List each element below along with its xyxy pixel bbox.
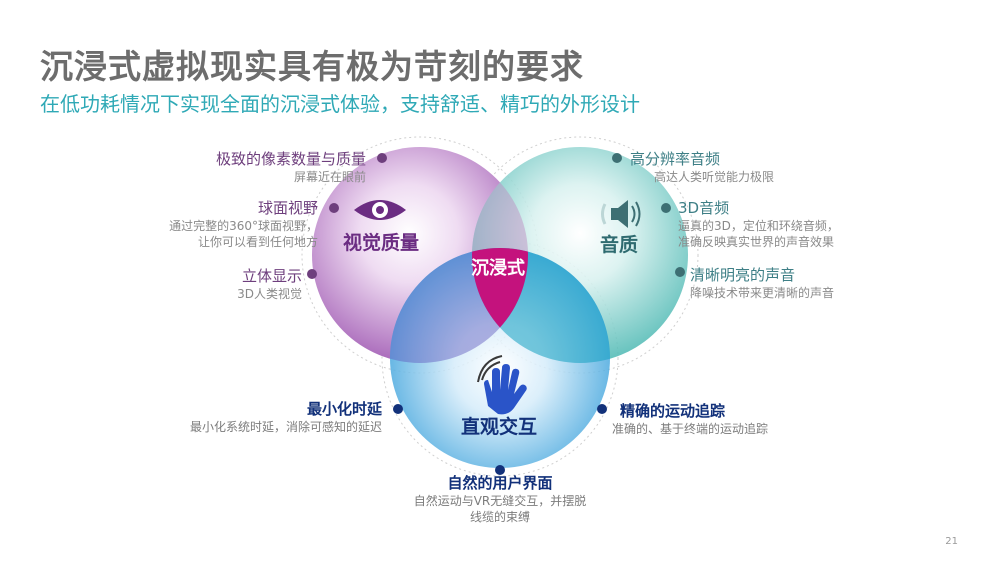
visual-item-2-heading: 立体显示	[241, 267, 302, 285]
visual-circle-title: 视觉质量	[343, 232, 420, 254]
page-number: 21	[945, 536, 958, 547]
interaction-item-1-dot	[597, 404, 607, 414]
audio-item-1-desc-line-1: 准确反映真实世界的声音效果	[678, 235, 835, 249]
speaker-icon	[601, 200, 641, 228]
visual-item-1-heading: 球面视野	[257, 199, 318, 217]
eye-icon	[354, 200, 406, 220]
interaction-item-2-desc-line-1: 线缆的束缚	[469, 510, 530, 524]
audio-item-0-desc: 高达人类听觉能力极限	[654, 170, 775, 184]
page-subtitle: 在低功耗情况下实现全面的沉浸式体验，支持舒适、精巧的外形设计	[40, 92, 640, 116]
interaction-item-2-heading: 自然的用户界面	[447, 474, 553, 492]
audio-item-1: 3D音频 逼真的3D，定位和环绕音频， 准确反映真实世界的声音效果	[678, 197, 839, 250]
page-title: 沉浸式虚拟现实具有极为苛刻的要求	[40, 47, 584, 86]
center-label: 沉浸式	[471, 258, 525, 279]
interaction-item-2-dot	[495, 465, 505, 475]
interaction-item-0: 最小化时延 最小化系统时延，消除可感知的延迟	[190, 398, 382, 435]
audio-item-1-heading: 3D音频	[678, 199, 730, 217]
audio-circle-title: 音质	[600, 234, 639, 256]
visual-item-2: 立体显示 3D人类视觉	[237, 265, 302, 302]
audio-item-0: 高分辨率音频 高达人类听觉能力极限	[630, 148, 774, 185]
audio-item-1-dot	[661, 203, 671, 213]
visual-item-1-desc-line-1: 让你可以看到任何地方	[197, 235, 318, 249]
interaction-item-2: 自然的用户界面 自然运动与VR无缝交互，并摆脱 线缆的束缚	[380, 472, 620, 525]
visual-item-0: 极致的像素数量与质量 屏幕近在眼前	[216, 148, 366, 185]
interaction-item-1-desc: 准确的、基于终端的运动追踪	[612, 422, 769, 436]
visual-item-1: 球面视野 通过完整的360°球面视野， 让你可以看到任何地方	[169, 197, 318, 250]
visual-item-0-desc: 屏幕近在眼前	[293, 170, 366, 184]
interaction-circle-title: 直观交互	[461, 416, 538, 438]
audio-item-2-dot	[675, 267, 685, 277]
audio-item-1-desc-line-0: 逼真的3D，定位和环绕音频，	[678, 219, 839, 233]
visual-item-2-desc: 3D人类视觉	[237, 287, 302, 301]
audio-item-2-desc: 降噪技术带来更清晰的声音	[690, 286, 835, 300]
visual-item-0-heading: 极致的像素数量与质量	[215, 150, 366, 168]
interaction-item-1: 精确的运动追踪 准确的、基于终端的运动追踪	[612, 400, 768, 437]
audio-item-0-dot	[612, 153, 622, 163]
hand-icon	[477, 355, 527, 415]
interaction-item-0-heading: 最小化时延	[306, 400, 382, 418]
visual-item-1-dot	[329, 203, 339, 213]
interaction-item-0-desc: 最小化系统时延，消除可感知的延迟	[189, 420, 382, 434]
audio-item-2-heading: 清晰明亮的声音	[690, 266, 796, 284]
interaction-item-0-dot	[393, 404, 403, 414]
interaction-item-1-heading: 精确的运动追踪	[620, 402, 726, 420]
visual-item-0-dot	[377, 153, 387, 163]
audio-item-0-heading: 高分辨率音频	[630, 150, 721, 168]
visual-item-1-desc-line-0: 通过完整的360°球面视野，	[169, 219, 318, 233]
audio-item-2: 清晰明亮的声音 降噪技术带来更清晰的声音	[690, 264, 834, 301]
visual-item-2-dot	[307, 269, 317, 279]
interaction-item-2-desc-line-0: 自然运动与VR无缝交互，并摆脱	[413, 494, 587, 508]
